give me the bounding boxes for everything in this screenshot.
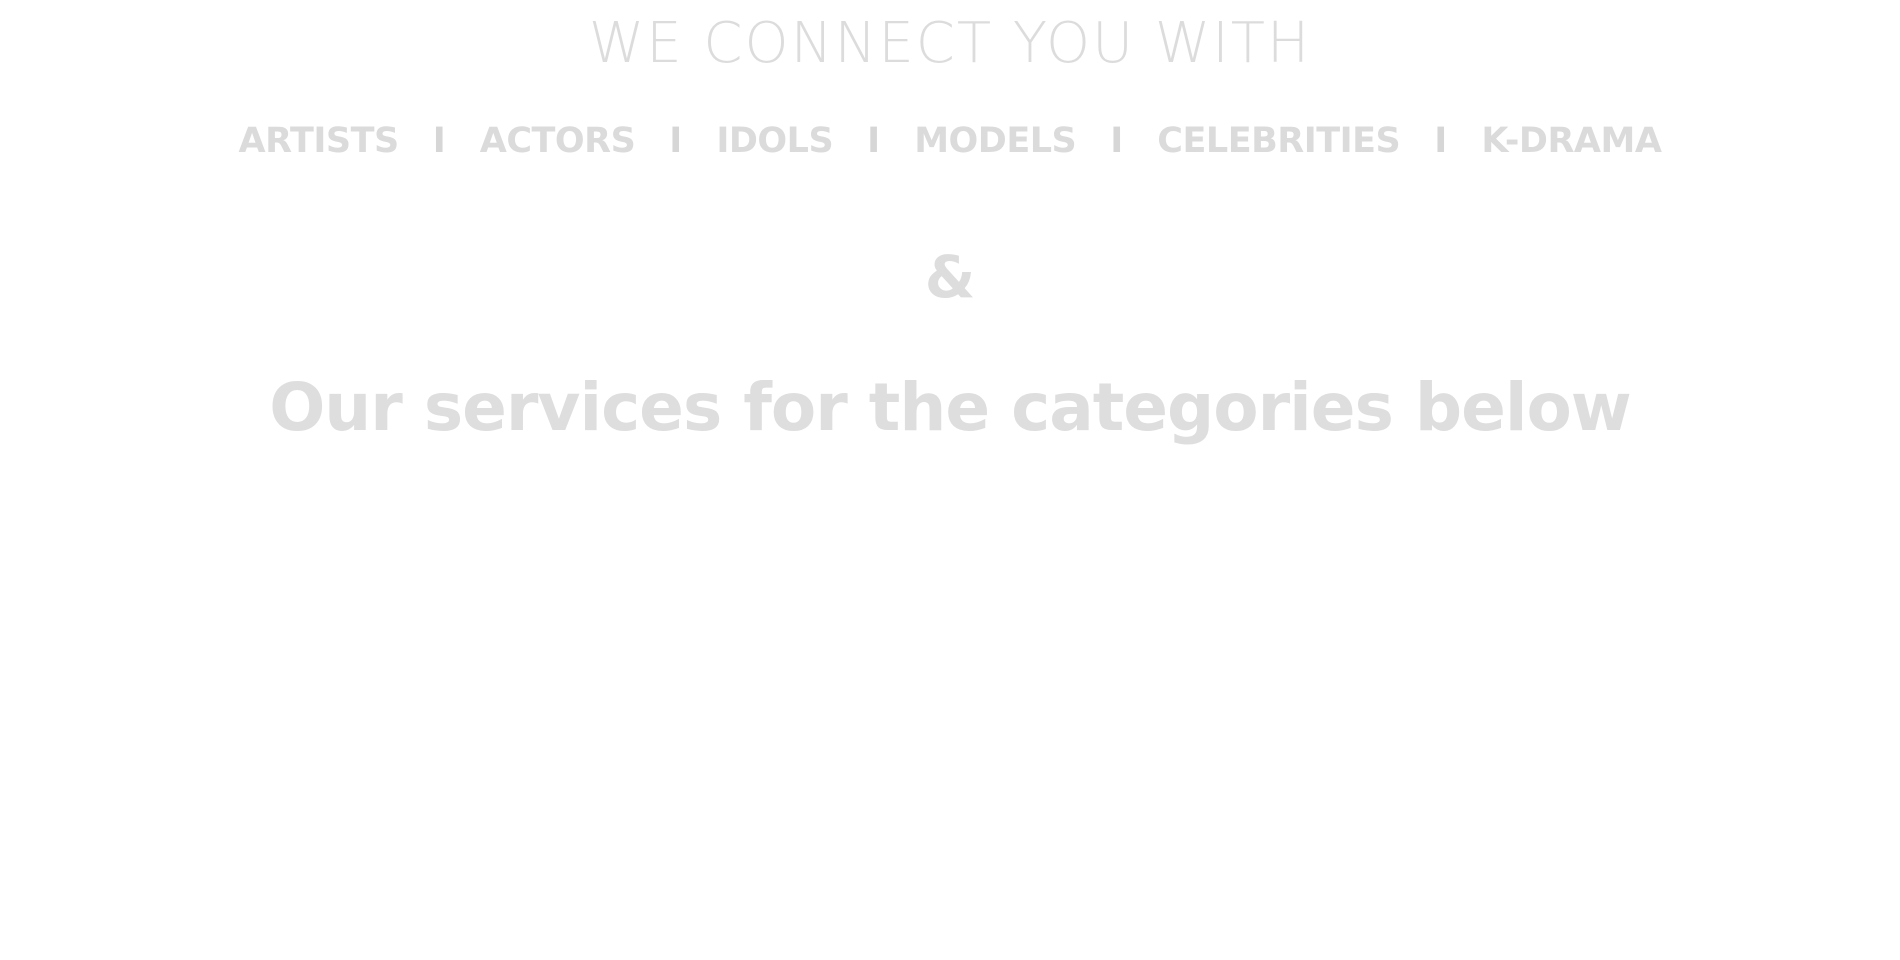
separator: I — [1110, 121, 1124, 161]
separator: I — [669, 121, 683, 161]
category-celebrities[interactable]: CELEBRITIES — [1157, 121, 1401, 161]
headline: WE CONNECT YOU WITH — [588, 11, 1312, 76]
separator: I — [432, 121, 446, 161]
category-nav: ARTISTS I ACTORS I IDOLS I MODELS I CELE… — [0, 115, 1900, 167]
category-actors[interactable]: ACTORS — [479, 121, 636, 161]
category-artists[interactable]: ARTISTS — [238, 121, 400, 161]
services-title: Our services for the categories below — [269, 369, 1632, 446]
category-models[interactable]: MODELS — [914, 121, 1077, 161]
separator: I — [867, 121, 881, 161]
ampersand: & — [924, 243, 976, 311]
category-idols[interactable]: IDOLS — [716, 121, 834, 161]
category-k-drama[interactable]: K-DRAMA — [1481, 121, 1662, 161]
separator: I — [1434, 121, 1448, 161]
